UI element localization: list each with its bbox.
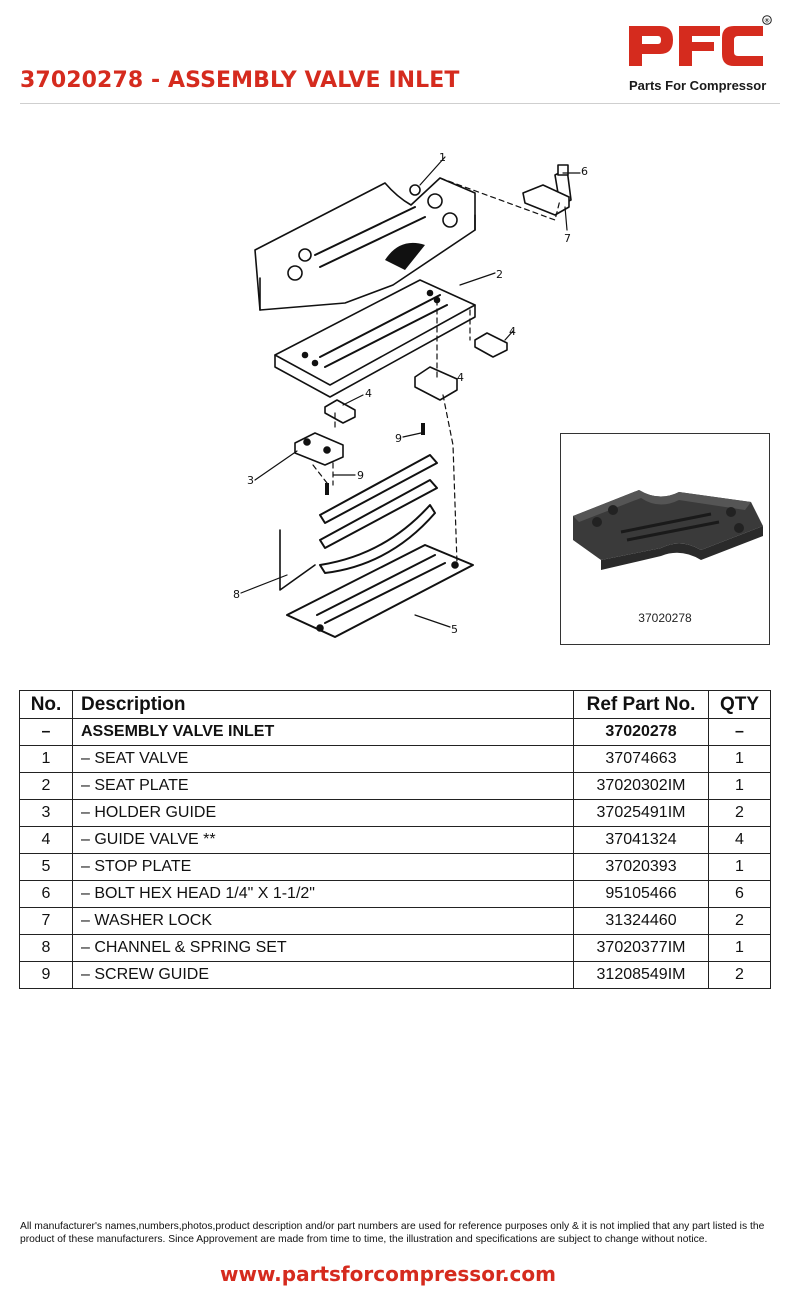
product-photo-frame: 37020278 — [560, 433, 770, 645]
seat-valve-part — [254, 177, 476, 311]
cell-qty: 1 — [708, 934, 771, 962]
cell-no: 2 — [19, 772, 73, 800]
cell-description: – WASHER LOCK — [72, 907, 574, 935]
logo-subtitle: Parts For Compressor — [629, 78, 767, 93]
cell-qty: 2 — [708, 907, 771, 935]
cell-description: – BOLT HEX HEAD 1/4" X 1-1/2" — [72, 880, 574, 908]
cell-no: 7 — [19, 907, 73, 935]
cell-description: – GUIDE VALVE ** — [72, 826, 574, 854]
parts-table: No. Description Ref Part No. QTY – ASSEM… — [19, 690, 771, 989]
channel-spring-set-part — [279, 454, 438, 591]
cell-ref: 37020302IM — [573, 772, 709, 800]
cell-ref: 37025491IM — [573, 799, 709, 827]
callout-4a: 4 — [365, 387, 372, 400]
cell-no: – — [19, 718, 73, 746]
callout-5: 5 — [451, 623, 458, 636]
table-row: 2 – SEAT PLATE 37020302IM 1 — [19, 772, 771, 800]
cell-description: ASSEMBLY VALVE INLET — [72, 718, 574, 746]
stop-plate-part — [286, 544, 474, 638]
header-no: No. — [19, 690, 73, 719]
table-row: 6 – BOLT HEX HEAD 1/4" X 1-1/2" 95105466… — [19, 880, 771, 908]
callout-2: 2 — [496, 268, 503, 281]
cell-no: 6 — [19, 880, 73, 908]
table-row: 4 – GUIDE VALVE ** 37041324 4 — [19, 826, 771, 854]
cell-no: 4 — [19, 826, 73, 854]
cell-description: – SEAT PLATE — [72, 772, 574, 800]
cell-qty: 1 — [708, 853, 771, 881]
table-row: 5 – STOP PLATE 37020393 1 — [19, 853, 771, 881]
registered-mark: ® — [765, 17, 770, 25]
page-title: 37020278 - ASSEMBLY VALVE INLET — [20, 68, 460, 93]
website-link[interactable]: www.partsforcompressor.com — [220, 1262, 556, 1286]
cell-ref: 31208549IM — [573, 961, 709, 989]
exploded-diagram: 1 2 3 4 4 4 5 6 7 8 9 9 — [225, 145, 595, 655]
cell-description: – SEAT VALVE — [72, 745, 574, 773]
cell-ref: 37074663 — [573, 745, 709, 773]
cell-no: 3 — [19, 799, 73, 827]
callout-4c: 4 — [457, 371, 464, 384]
callout-7: 7 — [564, 232, 571, 245]
cell-qty: 1 — [708, 745, 771, 773]
callout-8: 8 — [233, 588, 240, 601]
table-row: 7 – WASHER LOCK 31324460 2 — [19, 907, 771, 935]
disclaimer-text: All manufacturer's names,numbers,photos,… — [20, 1221, 765, 1245]
table-row: 8 – CHANNEL & SPRING SET 37020377IM 1 — [19, 934, 771, 962]
table-row: – ASSEMBLY VALVE INLET 37020278 – — [19, 718, 771, 746]
cell-qty: 2 — [708, 799, 771, 827]
cell-no: 5 — [19, 853, 73, 881]
header-qty: QTY — [708, 690, 771, 719]
cell-ref: 37020377IM — [573, 934, 709, 962]
cell-qty: 4 — [708, 826, 771, 854]
callout-9b: 9 — [357, 469, 364, 482]
cell-no: 8 — [19, 934, 73, 962]
table-header-row: No. Description Ref Part No. QTY — [19, 690, 771, 719]
cell-ref: 95105466 — [573, 880, 709, 908]
header-description: Description — [72, 690, 574, 719]
table-row: 9 – SCREW GUIDE 31208549IM 2 — [19, 961, 771, 989]
guide-valve-parts — [324, 168, 572, 424]
cell-qty: 1 — [708, 772, 771, 800]
cell-ref: 37020393 — [573, 853, 709, 881]
table-row: 3 – HOLDER GUIDE 37025491IM 2 — [19, 799, 771, 827]
cell-description: – SCREW GUIDE — [72, 961, 574, 989]
cell-qty: 6 — [708, 880, 771, 908]
cell-description: – HOLDER GUIDE — [72, 799, 574, 827]
product-photo — [573, 490, 763, 570]
callout-1: 1 — [439, 151, 446, 164]
photo-caption: 37020278 — [638, 611, 692, 625]
callout-9a: 9 — [395, 432, 402, 445]
cell-qty: – — [708, 718, 771, 746]
pfc-logo-mark: ® — [629, 15, 772, 66]
cell-ref: 31324460 — [573, 907, 709, 935]
callout-4b: 4 — [509, 325, 516, 338]
callout-3: 3 — [247, 474, 254, 487]
cell-qty: 2 — [708, 961, 771, 989]
cell-no: 1 — [19, 745, 73, 773]
seat-plate-part — [274, 279, 476, 398]
callout-6: 6 — [581, 165, 588, 178]
cell-description: – STOP PLATE — [72, 853, 574, 881]
cell-ref: 37020278 — [573, 718, 709, 746]
table-row: 1 – SEAT VALVE 37074663 1 — [19, 745, 771, 773]
pfc-logo: ® Parts For Compressor — [626, 14, 776, 94]
cell-ref: 37041324 — [573, 826, 709, 854]
cell-description: – CHANNEL & SPRING SET — [72, 934, 574, 962]
header-ref-part-no: Ref Part No. — [573, 690, 709, 719]
cell-no: 9 — [19, 961, 73, 989]
header-divider — [20, 103, 780, 104]
